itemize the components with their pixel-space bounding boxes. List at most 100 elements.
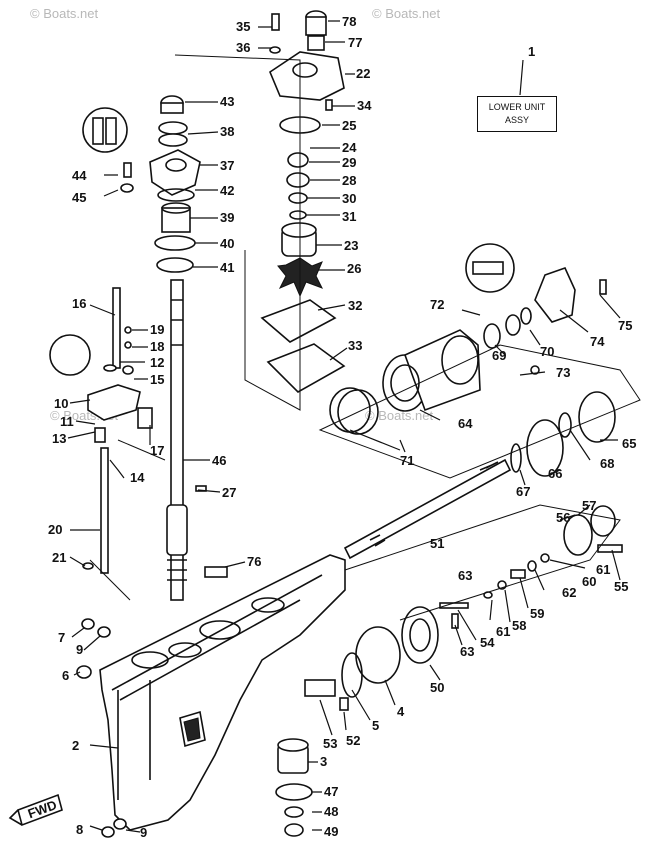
label-53: 53 <box>323 736 337 751</box>
label-60: 60 <box>582 574 596 589</box>
label-72: 72 <box>430 297 444 312</box>
title-line-1: LOWER UNIT <box>488 102 546 112</box>
label-13: 13 <box>52 431 66 446</box>
label-23: 23 <box>344 238 358 253</box>
label-14: 14 <box>130 470 145 485</box>
label-26: 26 <box>347 261 361 276</box>
watermark: © Boats.net <box>372 6 441 21</box>
label-62: 62 <box>562 585 576 600</box>
label-9: 9 <box>140 825 147 840</box>
label-63: 63 <box>458 568 472 583</box>
label-30: 30 <box>342 191 356 206</box>
label-77: 77 <box>348 35 362 50</box>
bearing-housing-part <box>329 243 616 477</box>
upper-seal-housing-part <box>120 95 201 273</box>
seal-inset-detail <box>82 107 128 153</box>
fwd-arrow-icon: FWD <box>8 793 63 827</box>
label-48: 48 <box>324 804 338 819</box>
shift-rod-part <box>49 287 153 574</box>
label-51: 51 <box>430 536 444 551</box>
label-20: 20 <box>48 522 62 537</box>
label-12: 12 <box>150 355 164 370</box>
label-5: 5 <box>372 718 379 733</box>
label-70: 70 <box>540 344 554 359</box>
label-68: 68 <box>600 456 614 471</box>
label-74: 74 <box>590 334 605 349</box>
label-59: 59 <box>530 606 544 621</box>
label-63: 63 <box>460 644 474 659</box>
label-45: 45 <box>72 190 86 205</box>
watermark: © Boats.net <box>30 6 99 21</box>
title-line-2: ASSY <box>504 115 529 125</box>
label-18: 18 <box>150 339 164 354</box>
label-52: 52 <box>346 733 360 748</box>
label-10: 10 <box>54 396 68 411</box>
label-47: 47 <box>324 784 338 799</box>
label-31: 31 <box>342 209 356 224</box>
label-9: 9 <box>76 642 83 657</box>
label-37: 37 <box>220 158 234 173</box>
label-33: 33 <box>348 338 362 353</box>
label-69: 69 <box>492 348 506 363</box>
label-17: 17 <box>150 443 164 458</box>
label-57: 57 <box>582 498 596 513</box>
label-54: 54 <box>480 635 495 650</box>
assembly-guide-lines <box>89 54 641 621</box>
label-6: 6 <box>62 668 69 683</box>
lower-unit-assy-label: LOWER UNIT ASSY <box>477 96 557 132</box>
label-66: 66 <box>548 466 562 481</box>
label-1: 1 <box>528 44 535 59</box>
lower-casing-part <box>99 554 346 831</box>
label-38: 38 <box>220 124 234 139</box>
label-75: 75 <box>618 318 632 333</box>
label-56: 56 <box>556 510 570 525</box>
label-36: 36 <box>236 40 250 55</box>
label-43: 43 <box>220 94 234 109</box>
label-16: 16 <box>72 296 86 311</box>
label-34: 34 <box>357 98 372 113</box>
label-46: 46 <box>212 453 226 468</box>
label-11: 11 <box>60 414 74 429</box>
label-24: 24 <box>342 140 357 155</box>
label-71: 71 <box>400 453 414 468</box>
label-28: 28 <box>342 173 356 188</box>
label-58: 58 <box>512 618 526 633</box>
label-7: 7 <box>58 630 65 645</box>
propeller-shaft-part <box>343 458 512 560</box>
label-15: 15 <box>150 372 164 387</box>
label-39: 39 <box>220 210 234 225</box>
label-4: 4 <box>397 704 405 719</box>
label-27: 27 <box>222 485 236 500</box>
label-42: 42 <box>220 183 234 198</box>
label-19: 19 <box>150 322 164 337</box>
label-64: 64 <box>458 416 473 431</box>
label-73: 73 <box>556 365 570 380</box>
label-67: 67 <box>516 484 530 499</box>
watermark: © Boats.net <box>365 408 434 423</box>
fastener-parts <box>76 485 228 838</box>
label-55: 55 <box>614 579 628 594</box>
label-65: 65 <box>622 436 636 451</box>
label-50: 50 <box>430 680 444 695</box>
label-40: 40 <box>220 236 234 251</box>
label-25: 25 <box>342 118 356 133</box>
label-61: 61 <box>496 624 510 639</box>
water-pump-housing-part <box>260 10 346 393</box>
label-32: 32 <box>348 298 362 313</box>
label-29: 29 <box>342 155 356 170</box>
label-8: 8 <box>76 822 83 837</box>
label-76: 76 <box>247 554 261 569</box>
label-22: 22 <box>356 66 370 81</box>
label-78: 78 <box>342 14 356 29</box>
label-2: 2 <box>72 738 79 753</box>
label-3: 3 <box>320 754 327 769</box>
label-41: 41 <box>220 260 234 275</box>
part-number-labels: 1 2 3 4 5 6 7 8 9 9 10 11 12 13 14 15 16… <box>48 14 636 840</box>
label-44: 44 <box>72 168 87 183</box>
drive-shaft-part <box>166 279 188 601</box>
label-21: 21 <box>52 550 66 565</box>
label-49: 49 <box>324 824 338 839</box>
forward-gear-part <box>275 505 623 837</box>
leader-lines <box>67 20 621 833</box>
